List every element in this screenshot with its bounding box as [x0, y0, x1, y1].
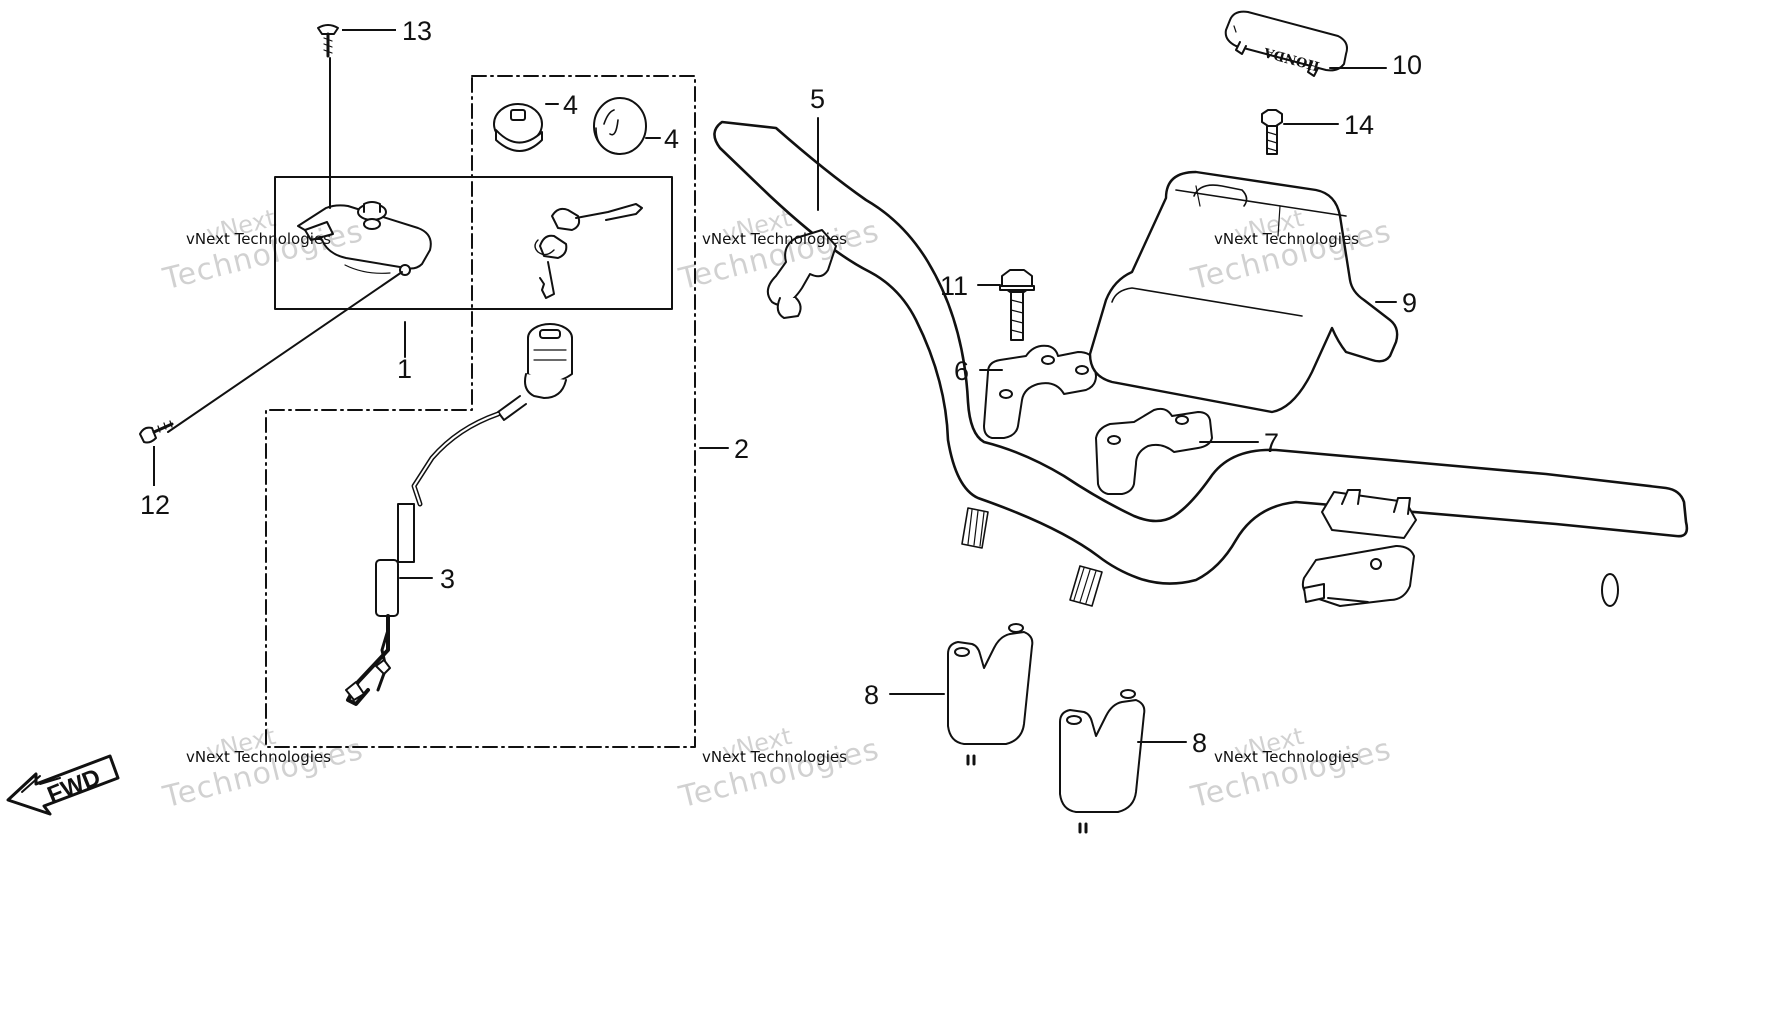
- clamp-7: [1095, 407, 1213, 495]
- cap-4a: [493, 103, 543, 152]
- leader-12: [167, 271, 403, 433]
- callout-10: 10: [1392, 50, 1422, 80]
- callout-5: 5: [810, 84, 825, 114]
- screw-12: [139, 420, 174, 444]
- latch-1: [297, 201, 432, 276]
- callout-13: 13: [402, 16, 432, 46]
- riser-8b: [1059, 689, 1146, 834]
- ignition-switch-3: [345, 323, 573, 706]
- callout-12: 12: [140, 490, 170, 520]
- screw-13: [317, 24, 339, 58]
- callout-6: 6: [954, 356, 969, 386]
- callout-8a: 8: [864, 680, 879, 710]
- keys: [534, 203, 643, 299]
- callout-3: 3: [440, 564, 455, 594]
- clamp-6: [983, 344, 1097, 439]
- callout-7: 7: [1264, 428, 1279, 458]
- assembly-boundary-1: [265, 75, 696, 748]
- callout-8b: 8: [1192, 728, 1207, 758]
- cap-4b: [593, 97, 647, 155]
- emblem-10: [1224, 10, 1348, 77]
- riser-8a: [947, 623, 1034, 766]
- callout-9: 9: [1402, 288, 1417, 318]
- bolt-11: [999, 269, 1035, 341]
- callout-4b: 4: [664, 124, 679, 154]
- callout-14: 14: [1344, 110, 1374, 140]
- callout-11: 11: [940, 271, 968, 301]
- callout-1: 1: [397, 354, 412, 384]
- fwd-arrow-icon: [6, 754, 120, 816]
- handlebar-5: [713, 120, 1689, 607]
- assembly-boundary-2: [274, 176, 673, 310]
- callout-4a: 4: [563, 90, 578, 120]
- cover-9: [1088, 170, 1399, 414]
- bolt-14: [1261, 109, 1283, 155]
- callout-2: 2: [734, 434, 749, 464]
